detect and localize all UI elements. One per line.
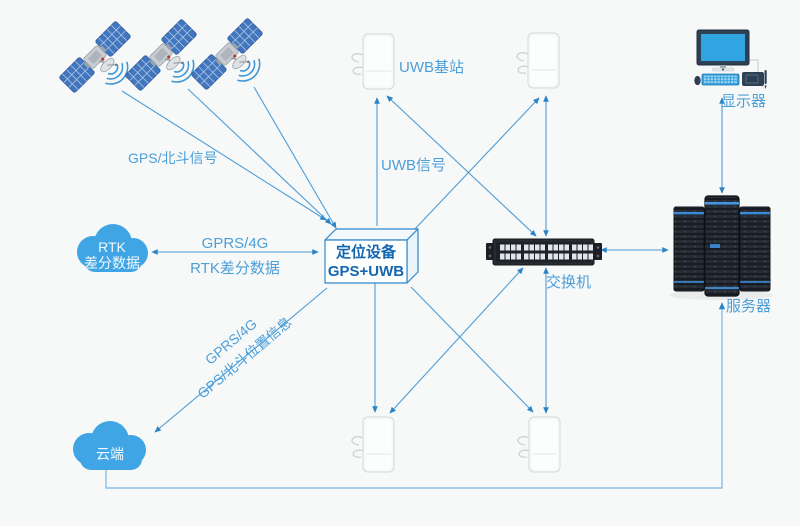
positioning-device-label-line2: GPS+UWB	[327, 263, 405, 280]
cloud-icon	[77, 224, 148, 272]
edge-device-cloud	[154, 287, 328, 433]
edge-satellite3-device	[253, 86, 337, 229]
edge-uwb-bottomleft-switch	[389, 267, 524, 414]
monitor-keyboard-icon	[694, 29, 767, 89]
cloud-icon	[73, 421, 146, 470]
rtk-cloud-label: RTK 差分数据	[72, 239, 152, 271]
server-label: 服务器	[726, 298, 772, 315]
cloud-endpoint-label: 云端	[96, 446, 124, 462]
edge-satellite1-device	[121, 90, 327, 221]
edge-device-uwb-bottomright	[410, 286, 534, 413]
satellite-icon	[124, 18, 215, 109]
rtk-link-data-label: RTK差分数据	[190, 260, 280, 277]
gps-signal-label: GPS/北斗信号	[128, 150, 218, 166]
uwb-station-icon	[351, 33, 395, 90]
uwb-signal-label: UWB信号	[381, 157, 446, 174]
rtk-cloud-label-line1: RTK	[98, 239, 126, 255]
edge-cloud-server	[105, 302, 726, 489]
rtk-cloud-label-line2: 差分数据	[84, 255, 140, 271]
positioning-device-label-line1: 定位设备	[335, 244, 396, 261]
uwb-station-icon	[351, 416, 395, 473]
edge-uwb-topleft-switch	[386, 95, 537, 237]
network-switch-icon	[486, 238, 602, 266]
positioning-device-label: 定位设备 GPS+UWB	[323, 243, 409, 281]
positioning-device-box-icon	[324, 228, 419, 284]
server-rack-icon	[669, 195, 773, 300]
uwb-station-icon	[517, 416, 561, 473]
uwb-station-label: UWB基站	[399, 59, 464, 76]
uwb-station-icon	[516, 32, 560, 89]
edge-satellite2-device	[187, 88, 332, 225]
switch-label: 交换机	[546, 274, 592, 291]
satellite-icon	[190, 17, 281, 108]
display-label: 显示器	[721, 93, 767, 110]
rtk-link-gprs-label: GPRS/4G	[201, 235, 269, 252]
